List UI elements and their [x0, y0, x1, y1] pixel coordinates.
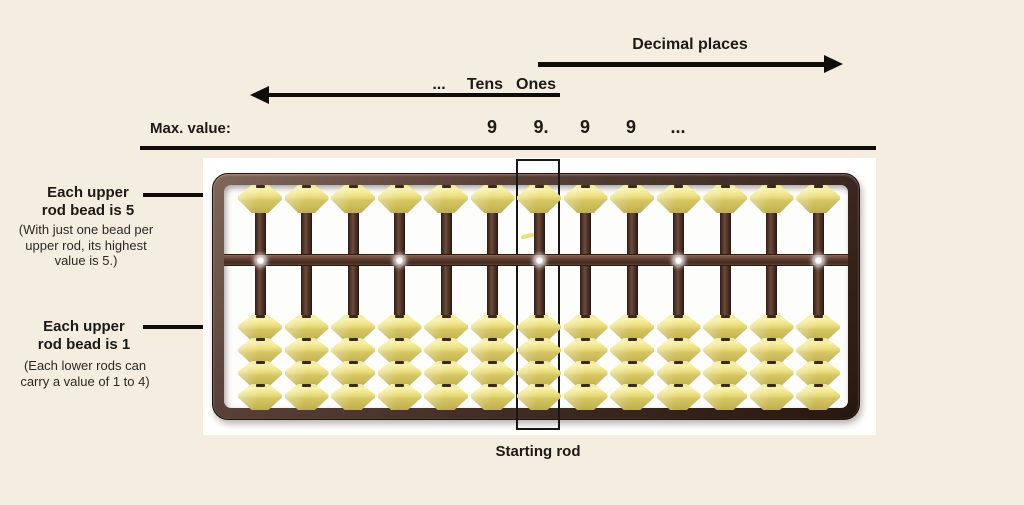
lower-bead-note: (Each lower rods can carry a value of 1 …	[20, 358, 150, 389]
upper-bead-note: (With just one bead per upper rod, its h…	[18, 222, 154, 268]
max-value-label: Max. value:	[150, 120, 231, 137]
decimal-places-label: Decimal places	[632, 36, 748, 53]
max-value-ellipsis: ...	[670, 117, 686, 137]
abacus-rod	[347, 185, 359, 410]
lower-bead-title: Each upper rod bead is 1	[37, 318, 131, 353]
upper-bead-title: Each upper rod bead is 5	[41, 184, 135, 219]
abacus-dots-layer	[213, 174, 859, 421]
max-value-tens: 9	[486, 117, 498, 137]
abacus-rod	[487, 185, 498, 410]
abacus-image	[203, 158, 876, 435]
abacus-rods-layer	[213, 174, 859, 421]
abacus-frame	[212, 173, 860, 420]
abacus-rod	[626, 185, 638, 410]
abacus-rod	[719, 185, 731, 410]
abacus-rod	[440, 185, 452, 410]
unit-dot-icon	[534, 255, 544, 265]
abacus-rod	[766, 185, 777, 410]
abacus-rod	[533, 185, 545, 410]
unit-dot-icon	[813, 255, 823, 265]
abacus-rod	[254, 185, 266, 410]
abacus-rod	[301, 185, 312, 410]
max-value-tenths: 9	[579, 117, 591, 137]
starting-rod-highlight-box	[516, 159, 560, 430]
tens-label: Tens	[466, 76, 504, 93]
unit-dot-icon	[674, 255, 683, 265]
header-divider-line	[140, 146, 876, 150]
whole-ellipsis-label: ...	[432, 76, 446, 93]
abacus-rod	[580, 185, 591, 410]
unit-dot-icon	[395, 255, 404, 265]
unit-dot-icon	[255, 255, 265, 265]
starting-rod-label: Starting rod	[495, 443, 581, 460]
abacus-rod	[394, 185, 405, 410]
abacus-rod	[673, 185, 684, 410]
ones-label: Ones	[515, 76, 557, 93]
abacus-rod	[812, 185, 824, 410]
max-value-hundredths: 9	[625, 117, 637, 137]
max-value-ones: 9.	[533, 117, 549, 137]
